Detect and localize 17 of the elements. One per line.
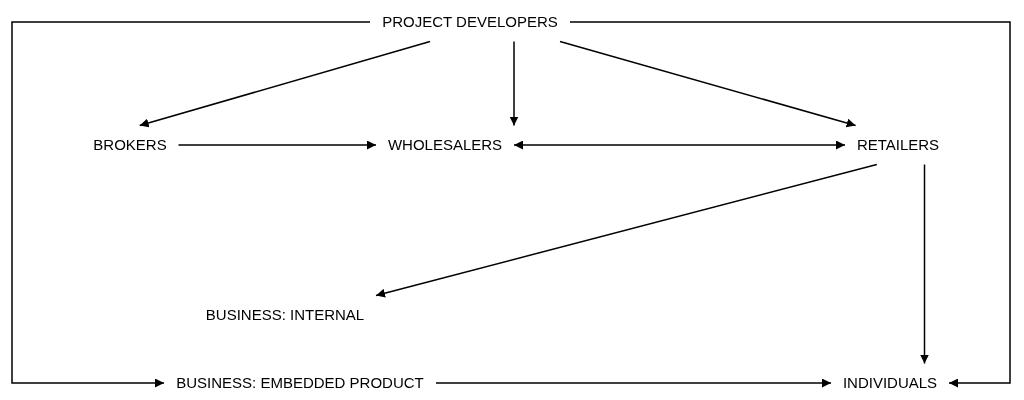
arrow <box>435 378 832 388</box>
arrow <box>559 40 857 128</box>
node-label: BUSINESS: EMBEDDED PRODUCT <box>164 363 436 400</box>
arrow <box>177 140 377 150</box>
arrow <box>513 140 846 150</box>
arrow <box>569 21 1011 388</box>
node-label: PROJECT DEVELOPERS <box>370 2 570 42</box>
node-label: BUSINESS: INTERNAL <box>193 295 377 335</box>
node-label: RETAILERS <box>844 125 952 165</box>
arrow <box>375 163 878 298</box>
arrow <box>138 40 431 128</box>
arrow <box>920 163 929 365</box>
arrow <box>11 21 371 388</box>
node-label: BROKERS <box>81 125 179 165</box>
node-label: INDIVIDUALS <box>830 363 950 400</box>
arrow <box>509 40 519 127</box>
node-label: WHOLESALERS <box>375 125 515 165</box>
